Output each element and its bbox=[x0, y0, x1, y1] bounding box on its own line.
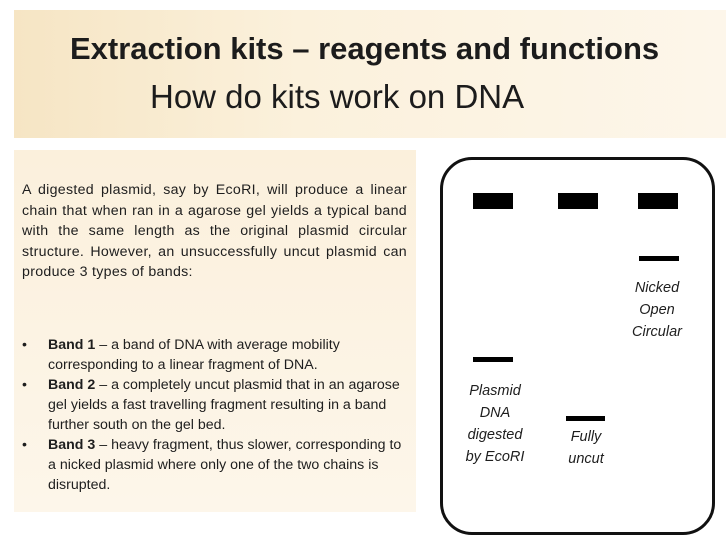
band-description: – heavy fragment, thus slower, correspon… bbox=[48, 437, 402, 493]
list-item-band-1: • Band 1 – a band of DNA with average mob… bbox=[22, 335, 412, 375]
lane-label-line: Circular bbox=[632, 324, 682, 340]
band-label: Band 2 bbox=[48, 377, 96, 393]
intro-paragraph: A digested plasmid, say by EcoRI, will p… bbox=[22, 182, 407, 280]
well-lane-3 bbox=[638, 193, 678, 209]
band-label: Band 1 bbox=[48, 337, 96, 353]
bullet-icon: • bbox=[22, 337, 27, 353]
gel-diagram bbox=[440, 157, 715, 535]
lane-label-line: DNA bbox=[479, 405, 511, 421]
band-list: • Band 1 – a band of DNA with average mob… bbox=[22, 335, 412, 495]
slide-title: Extraction kits – reagents and functions bbox=[70, 31, 660, 66]
band-lane-2 bbox=[566, 416, 605, 421]
bullet-icon: • bbox=[22, 377, 27, 393]
text-panel bbox=[14, 150, 416, 512]
band-description: – a band of DNA with average mobility co… bbox=[48, 337, 340, 373]
lane-label-2: Fully uncut bbox=[550, 426, 622, 470]
list-item-band-3: • Band 3 – heavy fragment, thus slower, c… bbox=[22, 435, 412, 495]
list-item-band-2: • Band 2 – a completely uncut plasmid tha… bbox=[22, 375, 412, 435]
lane-label-line: Fully bbox=[570, 429, 602, 445]
slide-subtitle: How do kits work on DNA bbox=[150, 78, 525, 115]
lane-label-1: Plasmid DNA digested by EcoRI bbox=[455, 380, 535, 468]
lane-label-3: Nicked Open Circular bbox=[620, 277, 694, 343]
lane-label-line: Open bbox=[639, 302, 675, 318]
band-lane-3 bbox=[639, 256, 679, 261]
lane-label-line: by EcoRI bbox=[465, 449, 525, 465]
band-lane-1 bbox=[473, 357, 513, 362]
band-label: Band 3 bbox=[48, 437, 96, 453]
title-banner bbox=[14, 10, 726, 138]
lane-label-line: uncut bbox=[568, 451, 604, 467]
well-lane-2 bbox=[558, 193, 598, 209]
lane-label-line: Plasmid bbox=[469, 383, 521, 399]
well-lane-1 bbox=[473, 193, 513, 209]
bullet-icon: • bbox=[22, 437, 27, 453]
band-description: – a completely uncut plasmid that in an … bbox=[48, 377, 400, 433]
lane-label-line: Nicked bbox=[634, 280, 680, 296]
lane-label-line: digested bbox=[467, 427, 523, 443]
